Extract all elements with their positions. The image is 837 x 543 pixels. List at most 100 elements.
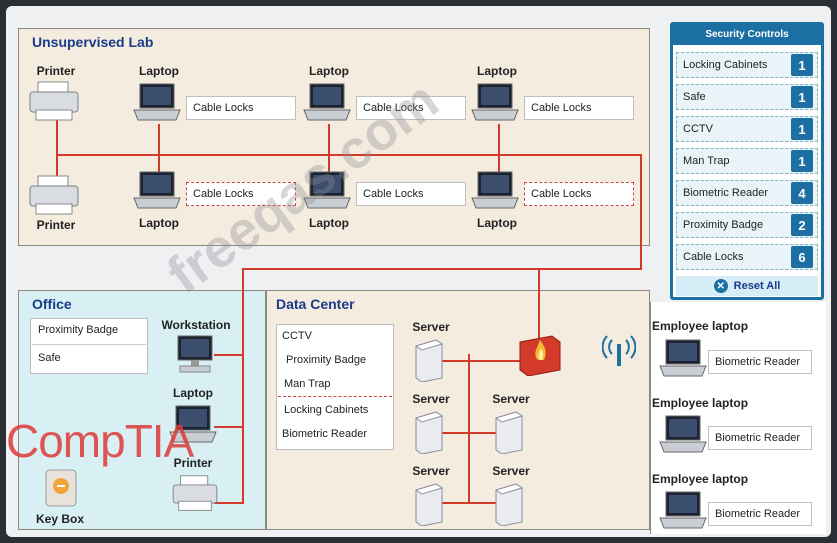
control-count: 1: [791, 86, 813, 108]
laptop-icon[interactable]: [658, 414, 708, 456]
dc-control-cctv[interactable]: CCTV: [282, 330, 312, 342]
server-icon[interactable]: [412, 410, 446, 455]
wire: [468, 354, 470, 504]
employee-control-slot[interactable]: Biometric Reader: [708, 350, 812, 374]
wire: [56, 154, 641, 156]
printer-icon[interactable]: [28, 80, 80, 124]
workstation-label: Workstation: [161, 318, 231, 332]
server-icon[interactable]: [492, 410, 526, 455]
workstation-icon[interactable]: [174, 334, 216, 374]
security-controls-title: Security Controls: [705, 29, 789, 40]
wire: [426, 360, 522, 362]
unsupervised-lab-zone: [18, 28, 650, 246]
wire: [214, 502, 244, 504]
wire: [214, 426, 244, 428]
reset-all-button[interactable]: ✕ Reset All: [676, 276, 818, 296]
wire: [214, 354, 244, 356]
dc-control-biometric-reader[interactable]: Biometric Reader: [282, 428, 367, 440]
server-icon[interactable]: [412, 338, 446, 383]
laptop-icon[interactable]: [302, 82, 352, 124]
employee-laptop-title: Employee laptop: [652, 319, 749, 333]
server-label: Server: [492, 464, 530, 478]
employee-control-slot[interactable]: Biometric Reader: [708, 502, 812, 526]
control-count: 1: [791, 118, 813, 140]
security-controls-header: [673, 25, 821, 45]
laptop-label: Laptop: [309, 64, 349, 78]
printer-bottom-label: Printer: [36, 218, 76, 232]
office-title: Office: [32, 296, 72, 312]
server-icon[interactable]: [412, 482, 446, 527]
wire: [242, 268, 244, 504]
reset-icon: ✕: [713, 279, 728, 293]
firewall-icon[interactable]: [516, 332, 564, 377]
office-controls-box: [30, 318, 148, 374]
laptop-label: Laptop: [309, 216, 349, 230]
wire: [242, 268, 642, 270]
laptop-label: Laptop: [139, 216, 179, 230]
laptop-icon[interactable]: [470, 170, 520, 212]
dc-control-man-trap[interactable]: Man Trap: [284, 378, 331, 390]
control-count: 4: [791, 182, 813, 204]
laptop-icon[interactable]: [168, 404, 218, 446]
laptop-label: Laptop: [139, 64, 179, 78]
employee-laptop-title: Employee laptop: [652, 472, 749, 486]
laptop-control-slot[interactable]: Cable Locks: [186, 182, 296, 206]
wire: [640, 154, 642, 270]
control-count: 1: [791, 150, 813, 172]
laptop-control-slot[interactable]: Cable Locks: [356, 182, 466, 206]
employee-control-slot[interactable]: Biometric Reader: [708, 426, 812, 450]
wire: [56, 116, 58, 196]
server-label: Server: [492, 392, 530, 406]
office-divider: [32, 344, 146, 345]
wireless-access-point-icon[interactable]: [601, 332, 637, 368]
laptop-icon[interactable]: [132, 82, 182, 124]
laptop-icon[interactable]: [302, 170, 352, 212]
office-printer-label: Printer: [173, 456, 213, 470]
office-control-safe[interactable]: Safe: [38, 352, 61, 364]
laptop-icon[interactable]: [470, 82, 520, 124]
wire: [426, 502, 506, 504]
laptop-icon[interactable]: [658, 490, 708, 532]
wire: [158, 124, 160, 190]
server-label: Server: [412, 320, 450, 334]
office-control-proximity-badge[interactable]: Proximity Badge: [38, 324, 119, 336]
datacenter-controls-box: [276, 324, 394, 450]
wire: [426, 432, 506, 434]
server-label: Server: [412, 464, 450, 478]
employee-laptop-title: Employee laptop: [652, 396, 749, 410]
control-count: 2: [791, 214, 813, 236]
server-icon[interactable]: [492, 482, 526, 527]
printer-icon[interactable]: [28, 174, 80, 218]
control-count: 6: [791, 246, 813, 268]
laptop-icon[interactable]: [132, 170, 182, 212]
lab-title: Unsupervised Lab: [32, 34, 154, 50]
datacenter-title: Data Center: [276, 296, 355, 312]
dc-control-locking-cabinets[interactable]: Locking Cabinets: [284, 404, 369, 416]
server-label: Server: [412, 392, 450, 406]
laptop-label: Laptop: [477, 64, 517, 78]
dc-control-proximity-badge[interactable]: Proximity Badge: [286, 354, 367, 366]
key-box-label: Key Box: [35, 512, 85, 526]
key-box-icon[interactable]: [44, 468, 78, 508]
control-count: 1: [791, 54, 813, 76]
office-laptop-label: Laptop: [173, 386, 213, 400]
laptop-control-slot[interactable]: Cable Locks: [524, 182, 634, 206]
printer-top-label: Printer: [36, 64, 76, 78]
laptop-control-slot[interactable]: Cable Locks: [356, 96, 466, 120]
wire: [328, 124, 330, 190]
laptop-icon[interactable]: [658, 338, 708, 380]
laptop-control-slot[interactable]: Cable Locks: [524, 96, 634, 120]
wire: [498, 124, 500, 190]
printer-icon[interactable]: [170, 474, 220, 514]
dc-divider: [278, 396, 392, 397]
laptop-label: Laptop: [477, 216, 517, 230]
laptop-control-slot[interactable]: Cable Locks: [186, 96, 296, 120]
